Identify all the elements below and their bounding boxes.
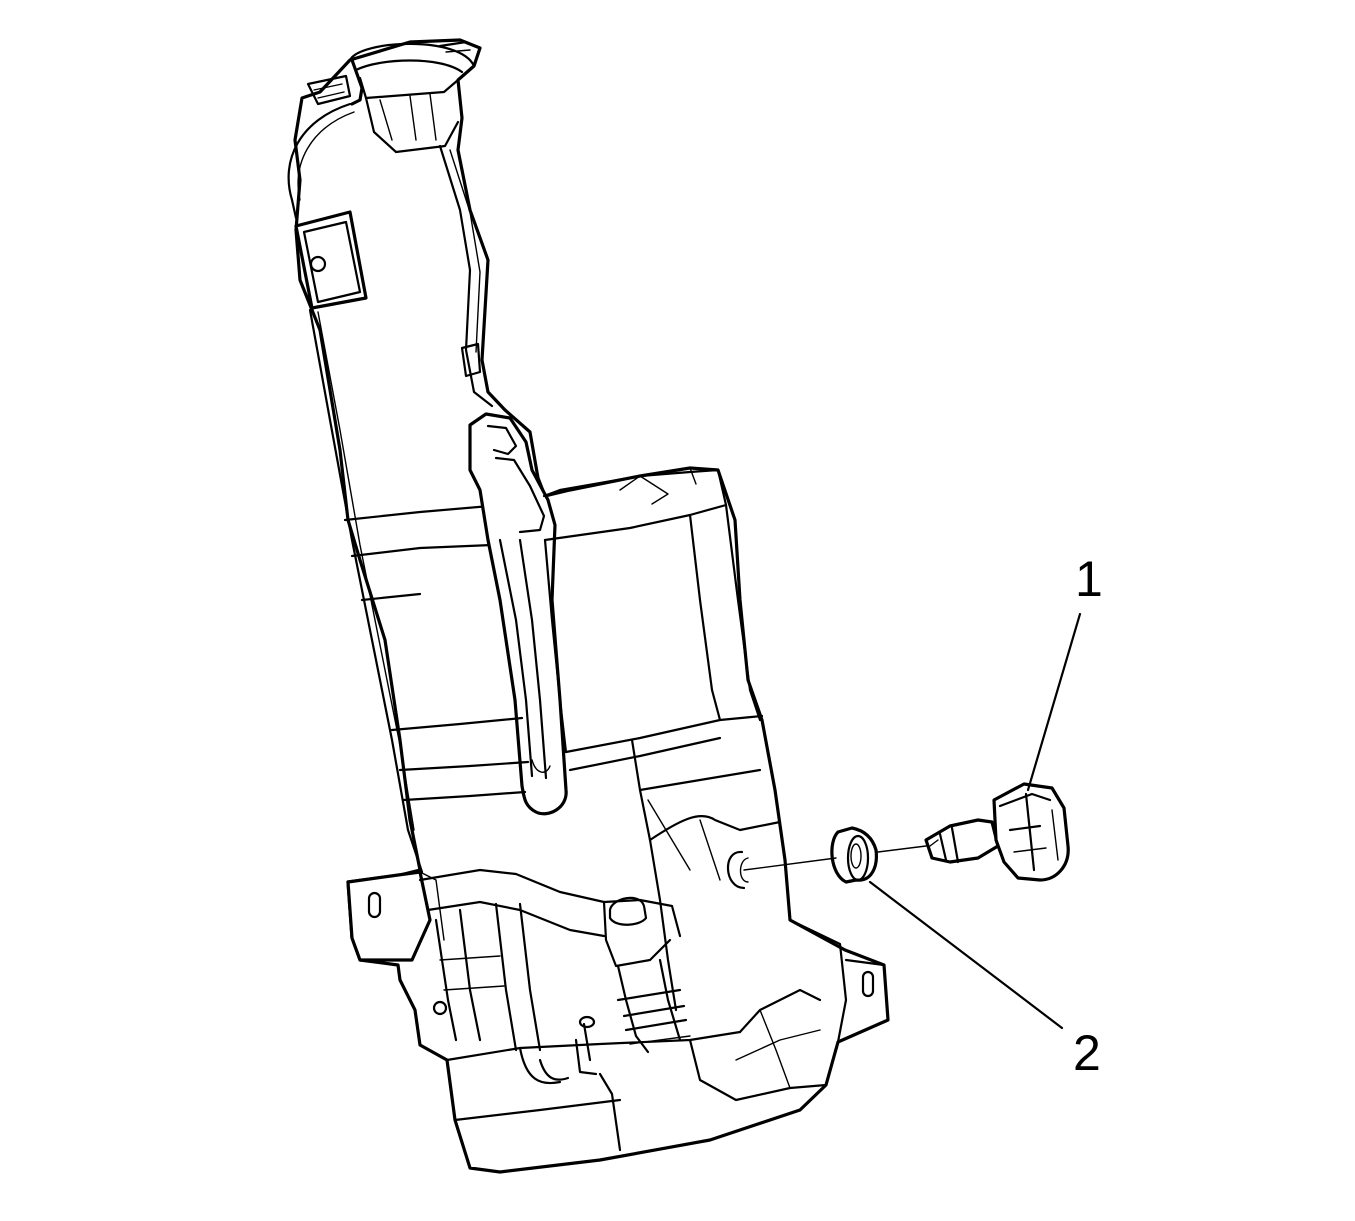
callout-1: 1 xyxy=(1026,551,1103,792)
leader-line-1 xyxy=(1026,612,1082,792)
callout-2: 2 xyxy=(868,880,1101,1081)
washer-fluid-reservoir xyxy=(287,38,890,1174)
leader-line-2 xyxy=(868,880,1064,1030)
callout-number-1: 1 xyxy=(1075,551,1103,607)
installation-alignment-line xyxy=(743,845,927,871)
washer-pump xyxy=(924,782,1070,882)
callout-number-2: 2 xyxy=(1073,1025,1101,1081)
pump-grommet xyxy=(830,826,878,884)
